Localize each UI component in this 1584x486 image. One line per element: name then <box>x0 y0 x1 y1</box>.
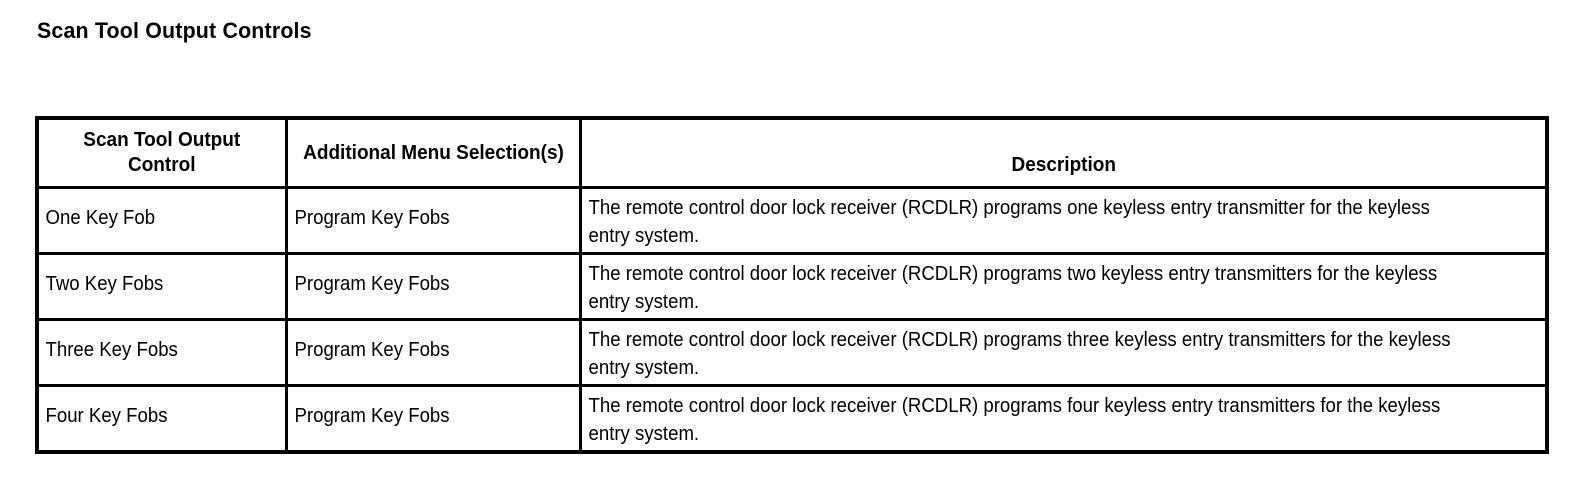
table-body: One Key Fob Program Key Fobs The remote … <box>35 186 1549 454</box>
cell-description-text: The remote control door lock receiver (R… <box>588 329 1451 379</box>
cell-scan-tool-output-control: Three Key Fobs <box>35 318 288 387</box>
column-header-description: Description <box>578 116 1549 189</box>
table-header: Scan Tool Output Control Additional Menu… <box>35 116 1549 189</box>
cell-description-text: The remote control door lock receiver (R… <box>588 263 1437 313</box>
cell-additional-menu-selection-text: Program Key Fobs <box>294 339 450 361</box>
column-header-additional-menu-selections-label: Additional Menu Selection(s) <box>302 141 564 164</box>
cell-description-text: The remote control door lock receiver (R… <box>588 197 1430 247</box>
scan-tool-output-controls-table-wrapper: Scan Tool Output Control Additional Menu… <box>35 116 1549 454</box>
table-row: Two Key Fobs Program Key Fobs The remote… <box>35 252 1549 321</box>
cell-scan-tool-output-control-text: Four Key Fobs <box>45 405 168 427</box>
cell-additional-menu-selection: Program Key Fobs <box>284 384 582 454</box>
table-row: One Key Fob Program Key Fobs The remote … <box>35 186 1549 255</box>
cell-scan-tool-output-control-text: Three Key Fobs <box>45 339 178 361</box>
column-header-scan-tool-output-control: Scan Tool Output Control <box>35 116 288 189</box>
page-title: Scan Tool Output Controls <box>37 18 312 43</box>
scan-tool-output-controls-table: Scan Tool Output Control Additional Menu… <box>35 116 1549 454</box>
cell-description: The remote control door lock receiver (R… <box>578 186 1549 255</box>
cell-additional-menu-selection: Program Key Fobs <box>284 252 582 321</box>
cell-additional-menu-selection-text: Program Key Fobs <box>294 207 450 229</box>
cell-description-text: The remote control door lock receiver (R… <box>588 395 1440 445</box>
cell-scan-tool-output-control-text: One Key Fob <box>45 207 156 229</box>
cell-description: The remote control door lock receiver (R… <box>578 318 1549 387</box>
column-header-scan-tool-output-control-label: Scan Tool Output Control <box>83 129 241 176</box>
cell-description: The remote control door lock receiver (R… <box>578 384 1549 454</box>
column-header-description-label: Description <box>1010 154 1116 176</box>
cell-scan-tool-output-control: Four Key Fobs <box>35 384 288 454</box>
cell-scan-tool-output-control-text: Two Key Fobs <box>45 273 164 295</box>
cell-scan-tool-output-control: One Key Fob <box>35 186 288 255</box>
cell-additional-menu-selection-text: Program Key Fobs <box>294 273 450 295</box>
column-header-additional-menu-selections: Additional Menu Selection(s) <box>284 116 582 189</box>
cell-additional-menu-selection-text: Program Key Fobs <box>294 405 450 427</box>
cell-additional-menu-selection: Program Key Fobs <box>284 186 582 255</box>
cell-description: The remote control door lock receiver (R… <box>578 252 1549 321</box>
cell-scan-tool-output-control: Two Key Fobs <box>35 252 288 321</box>
cell-additional-menu-selection: Program Key Fobs <box>284 318 582 387</box>
table-row: Three Key Fobs Program Key Fobs The remo… <box>35 318 1549 387</box>
table-row: Four Key Fobs Program Key Fobs The remot… <box>35 384 1549 454</box>
table-header-row: Scan Tool Output Control Additional Menu… <box>35 116 1549 189</box>
